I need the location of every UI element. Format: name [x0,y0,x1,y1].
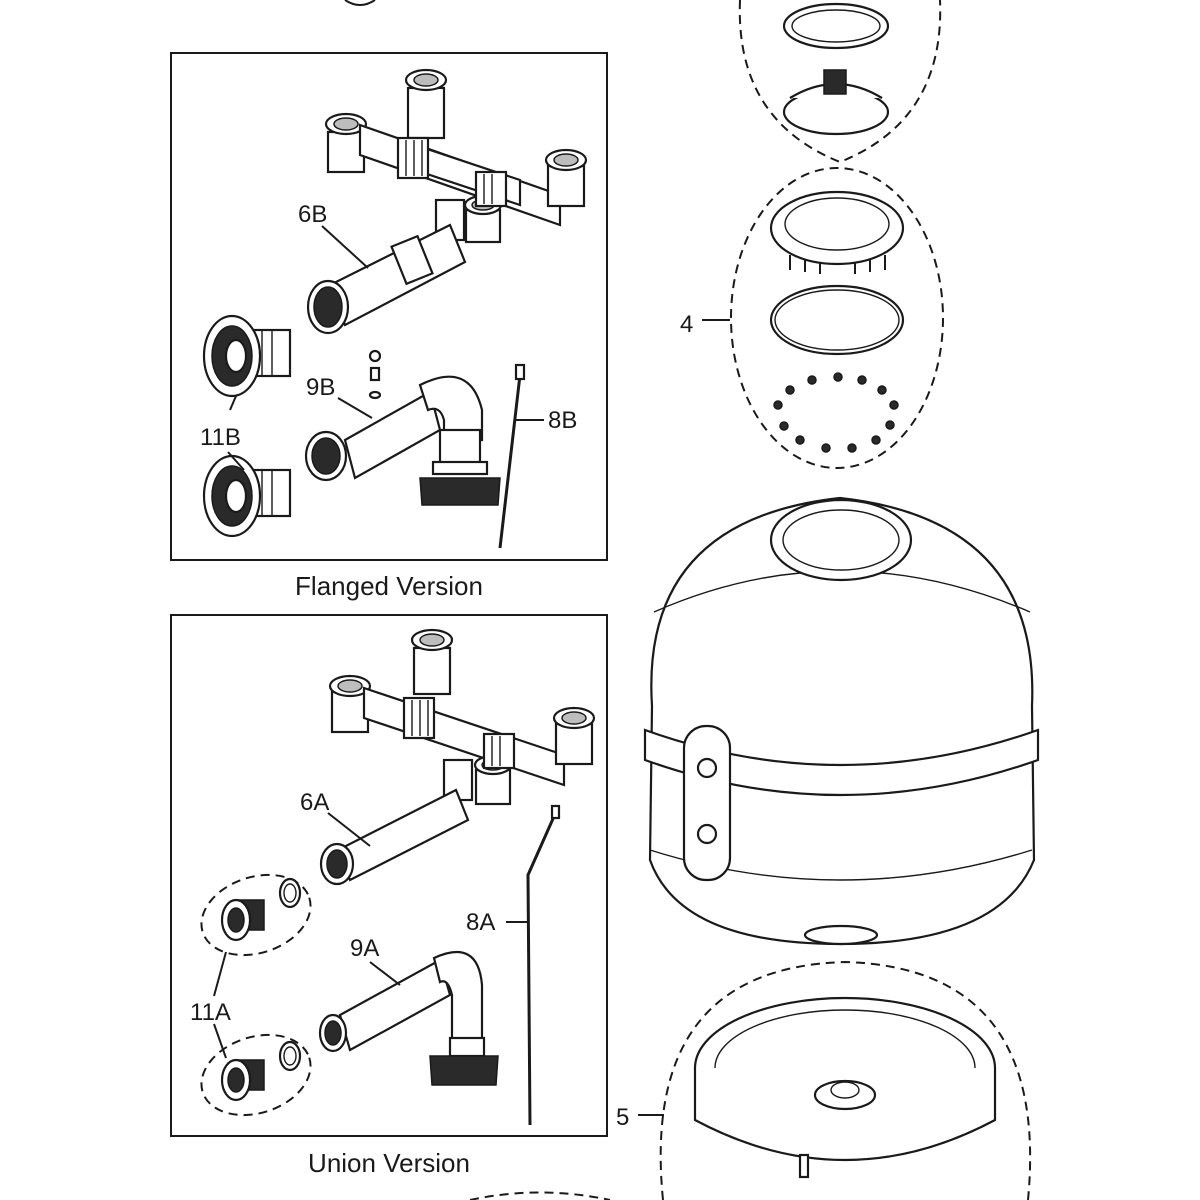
union-panel-frame [170,614,608,1137]
manifold-6a [319,628,596,886]
filter-tank [643,496,1040,946]
union-version-panel: 6A 11A 9A [170,614,608,1137]
leader-9a [369,961,401,986]
leader-6b [321,225,369,269]
flange-11b-lower [202,454,292,538]
label-6a: 6A [300,789,329,816]
flanged-version-panel: 6B 11B [170,52,608,561]
leader-11b-upper [229,395,237,411]
underdrain-9b [304,375,501,506]
lid-assembly [738,0,942,164]
label-11b: 11B [200,424,241,451]
leader-9b [337,397,373,419]
label-9b: 9B [306,374,335,401]
dip-tube-8b [498,363,526,549]
label-9a: 9A [350,935,379,962]
leader-11a-lower [213,1023,227,1059]
laterals-ring [773,372,899,453]
flanged-version-caption: Flanged Version [295,571,483,601]
label-6b: 6B [298,201,327,228]
leader-11b-lower [227,451,245,471]
label-8b: 8B [548,407,577,434]
label-4: 4 [680,311,693,338]
union-fitting-11a-upper [200,873,312,957]
label-8a: 8A [466,909,495,936]
flange-11b-upper [202,314,292,398]
cropped-part-fragment [344,0,376,6]
label-11a: 11A [190,999,231,1026]
manifold-6b [306,68,588,335]
dip-tube-8a [526,804,561,1126]
flanged-panel-frame [170,52,608,561]
cropped-dashed-group [469,1191,611,1200]
union-fitting-11a-lower [200,1033,312,1117]
underdrain-9a [318,950,499,1086]
part-5-base [659,960,1032,1200]
leader-11a-upper [213,951,227,997]
part-4-group [730,167,944,469]
label-5: 5 [616,1104,629,1131]
union-version-caption: Union Version [308,1148,470,1178]
drain-fittings [368,349,382,400]
leader-6a [327,812,371,847]
